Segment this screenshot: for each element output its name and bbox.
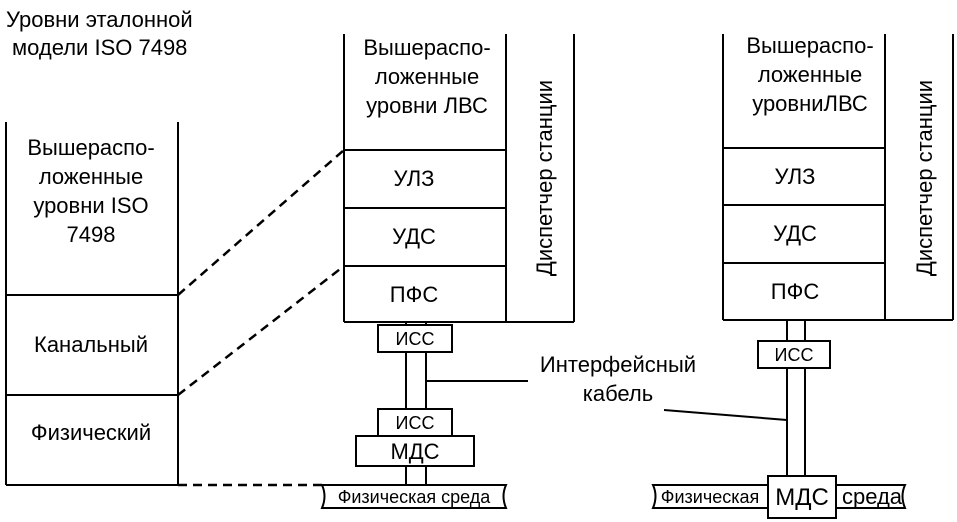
left-iss-bottom-box	[377, 408, 453, 437]
title-line-2: модели ISO 7498	[12, 35, 187, 60]
interface-cable-annotation: Интерфейсный кабель	[426, 352, 788, 421]
right-station-manager: Диспетчер станции	[912, 80, 937, 276]
svg-text:уровни ISO: уровни ISO	[33, 193, 148, 218]
right-mds: МДС	[775, 484, 829, 511]
right-medium-right: среда	[842, 484, 903, 509]
right-medium-left: Физическая	[661, 487, 759, 507]
right-upper-layers-label: Вышераспо- ложенные уровниЛВС	[746, 33, 873, 116]
iso-datalink-layer: Канальный	[34, 332, 148, 357]
svg-text:Вышераспо-: Вышераспо-	[746, 33, 873, 58]
left-upper-layers-label: Вышераспо- ложенные уровни ЛВС	[363, 35, 490, 118]
svg-text:уровниЛВС: уровниЛВС	[752, 91, 868, 116]
left-station-manager: Диспетчер станции	[532, 80, 557, 276]
cable-label-line-2: кабель	[583, 381, 654, 406]
title-line-1: Уровни эталонной	[6, 7, 193, 32]
left-layer-uds: УДС	[392, 224, 436, 249]
iso-model-column: Вышераспо- ложенные уровни ISO 7498 Кана…	[5, 122, 179, 486]
right-iss-box	[757, 340, 831, 369]
station-right: Вышераспо- ложенные уровниЛВС УЛЗ УДС ПФ…	[651, 33, 954, 519]
left-layer-ulz: УЛЗ	[394, 166, 435, 191]
left-medium-band	[320, 484, 508, 509]
left-physical-medium: Физическая среда	[338, 487, 492, 507]
left-iss-top-box	[377, 324, 453, 353]
svg-text:ложенные: ложенные	[375, 64, 479, 89]
right-layer-pfs: ПФС	[771, 279, 820, 304]
right-layer-uds: УДС	[773, 221, 817, 246]
station-left: Вышераспо- ложенные уровни ЛВС УЛЗ УДС П…	[320, 34, 575, 509]
svg-text:Вышераспо-: Вышераспо-	[363, 35, 490, 60]
svg-text:7498: 7498	[67, 222, 116, 247]
left-iss-top: ИСС	[396, 329, 435, 349]
right-iss: ИСС	[775, 345, 814, 365]
cable-label-line-1: Интерфейсный	[540, 352, 696, 377]
svg-text:уровни ЛВС: уровни ЛВС	[366, 93, 488, 118]
left-layer-pfs: ПФС	[390, 282, 439, 307]
svg-text:ложенные: ложенные	[39, 164, 143, 189]
mapping-dashed-lines	[177, 149, 345, 487]
left-mds: МДС	[390, 439, 439, 464]
svg-text:Вышераспо-: Вышераспо-	[27, 135, 154, 160]
left-mds-box	[355, 435, 475, 467]
right-mds-box	[767, 475, 837, 519]
right-medium-band	[651, 484, 907, 509]
iso-physical-layer: Физический	[31, 420, 151, 445]
svg-text:ложенные: ложенные	[758, 62, 862, 87]
left-iss-bottom: ИСС	[396, 413, 435, 433]
diagram-title: Уровни эталонной модели ISO 7498	[6, 7, 193, 60]
iso-upper-layers-label: Вышераспо- ложенные уровни ISO 7498	[27, 135, 154, 247]
right-layer-ulz: УЛЗ	[775, 164, 816, 189]
